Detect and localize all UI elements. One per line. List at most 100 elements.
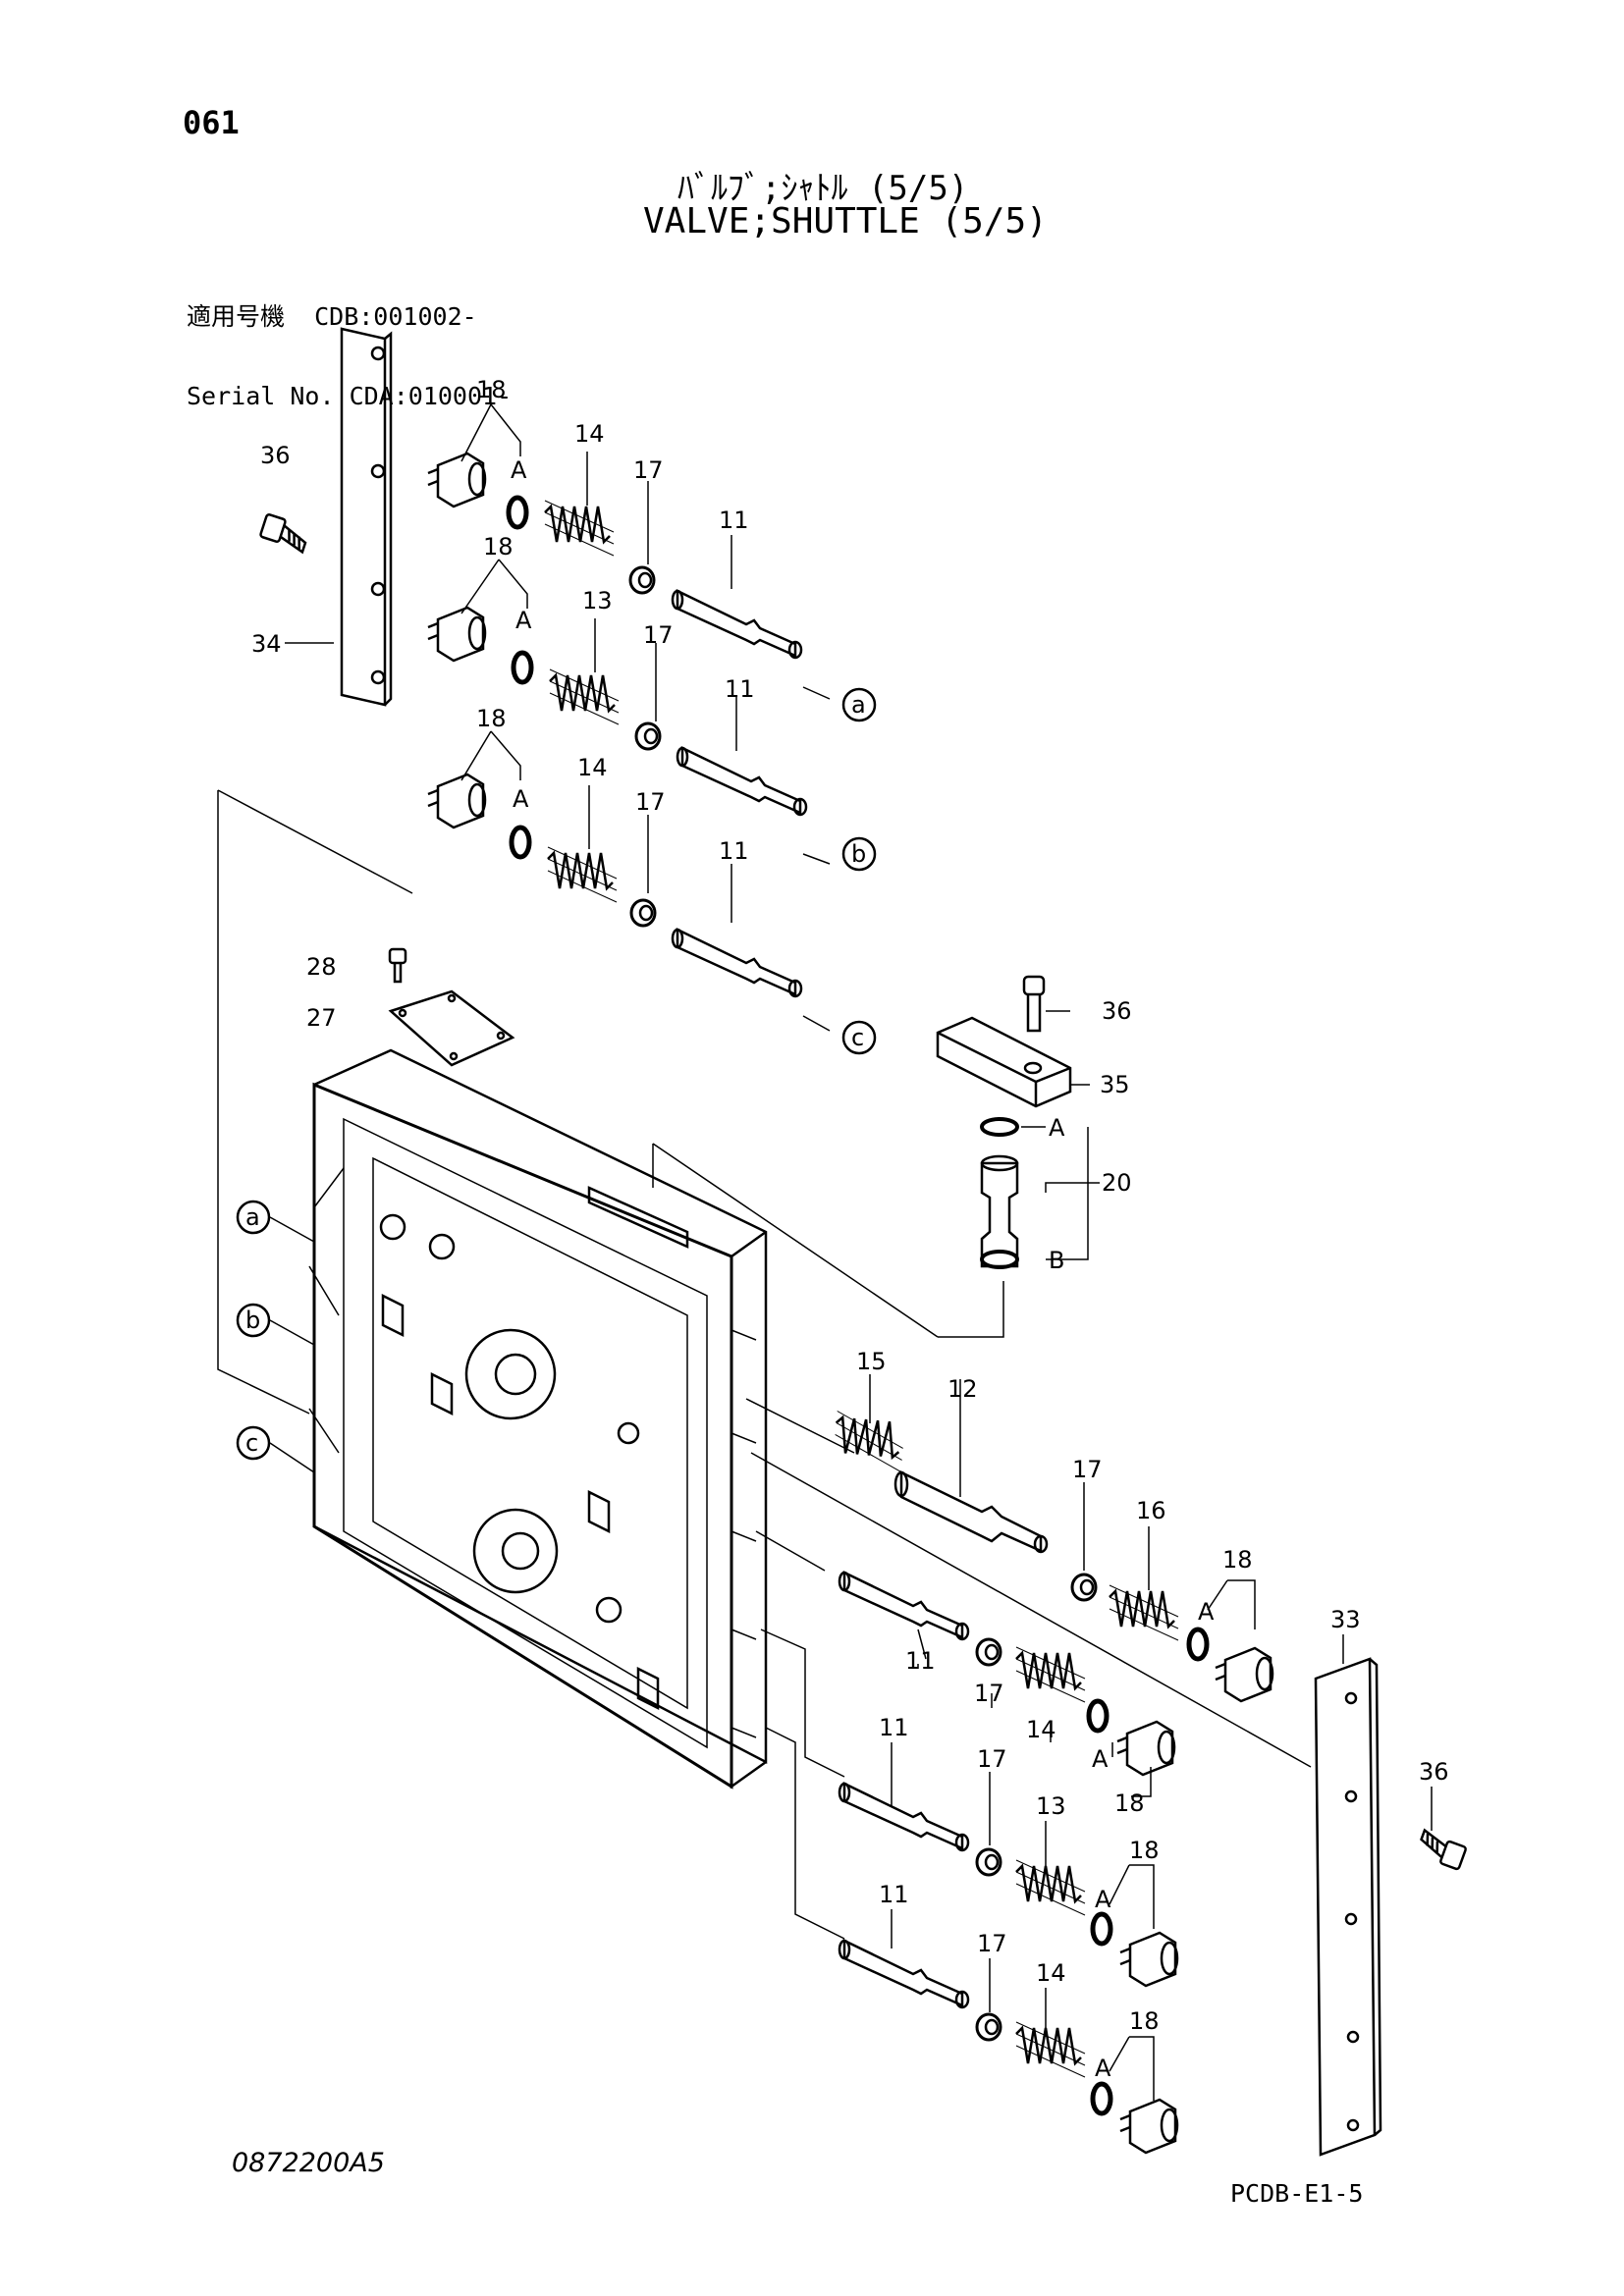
spool-11-row1 [671, 589, 803, 660]
label-11-right-2: 11 [879, 1714, 909, 1741]
label-11-right-1: 11 [905, 1647, 936, 1675]
label-B-shuttle: B [1049, 1247, 1064, 1274]
drawing-number: 0872200A5 [232, 2148, 385, 2178]
label-12: 12 [947, 1375, 978, 1403]
label-14-right-3: 14 [1036, 1959, 1066, 1987]
plug-18-right-2 [1118, 1931, 1179, 1988]
oring-A-row1 [509, 498, 526, 527]
cover-27 [388, 989, 515, 1067]
label-18-right-1: 18 [1114, 1789, 1145, 1817]
label-11-row1: 11 [719, 507, 749, 534]
plug-18-row1 [426, 452, 487, 508]
label-18-right-2: 18 [1129, 1837, 1160, 1864]
page-number: 061 [183, 104, 240, 141]
label-28: 28 [306, 953, 337, 981]
spool-11-row2 [676, 746, 808, 817]
bolt-28 [388, 947, 407, 984]
label-A-row3: A [513, 785, 529, 813]
oring-A-right-3 [1093, 2084, 1110, 2113]
label-36-top-left: 36 [260, 442, 291, 469]
label-A-right-top: A [1198, 1598, 1215, 1626]
label-13-row2: 13 [582, 587, 613, 614]
spool-11-right-1 [838, 1571, 970, 1641]
label-14-row3: 14 [577, 754, 608, 781]
label-14-row1: 14 [574, 420, 605, 448]
label-16: 16 [1136, 1497, 1166, 1524]
label-17-right-top: 17 [1072, 1456, 1103, 1483]
leader-lines-shuttle [938, 1010, 1100, 1338]
label-17-right-1: 17 [974, 1680, 1004, 1707]
bolt-36-top-left [257, 512, 312, 554]
plug-18-right-1 [1115, 1720, 1176, 1777]
bolt-36-mid [1022, 975, 1046, 1033]
spool-11-right-3 [838, 1939, 970, 2009]
label-11-right-3: 11 [879, 1881, 909, 1908]
leader-lines-right [869, 1374, 1433, 2101]
seat-17-row3 [629, 898, 657, 928]
oring-A-right-1 [1089, 1701, 1107, 1731]
plate-34 [340, 327, 393, 707]
spring-14-right-1 [1014, 1645, 1087, 1704]
spool-11-row3 [671, 928, 803, 998]
label-18-row1: 18 [476, 376, 507, 403]
seat-17-right-top [1070, 1573, 1098, 1602]
bolt-36-right [1414, 1829, 1469, 1871]
valve-body [312, 1048, 768, 1789]
label-35: 35 [1100, 1071, 1130, 1098]
label-33: 33 [1330, 1606, 1361, 1633]
spring-14-right-3 [1014, 2020, 1087, 2079]
oring-B-shuttle [980, 1250, 1019, 1269]
label-13-right-2: 13 [1036, 1792, 1066, 1820]
label-20: 20 [1102, 1169, 1132, 1197]
title-english: VALVE;SHUTTLE (5/5) [643, 201, 1048, 241]
label-18-row2: 18 [483, 533, 514, 561]
label-A-row1: A [511, 456, 527, 484]
label-27: 27 [306, 1004, 337, 1032]
plug-18-right-3 [1118, 2098, 1179, 2155]
seat-17-row2 [634, 721, 662, 751]
spool-11-right-2 [838, 1782, 970, 1852]
label-17-row1: 17 [633, 456, 664, 484]
label-c-circle-left: c [245, 1429, 258, 1457]
label-36-right: 36 [1419, 1758, 1449, 1786]
oring-A-row3 [512, 828, 529, 857]
label-a-circle-left: a [245, 1203, 260, 1231]
page-code: PCDB-E1-5 [1230, 2179, 1364, 2208]
seat-17-row1 [628, 565, 656, 595]
label-c-circle-top: c [851, 1024, 864, 1051]
plate-35 [936, 1016, 1072, 1108]
spool-12 [893, 1469, 1049, 1554]
label-A-right-2: A [1095, 1886, 1111, 1913]
label-A-right-3: A [1095, 2055, 1111, 2082]
oring-A-right-top [1189, 1629, 1207, 1659]
spring-15 [831, 1410, 907, 1473]
label-17-right-2: 17 [977, 1745, 1007, 1773]
spring-13-row2 [548, 667, 621, 726]
label-18-row3: 18 [476, 705, 507, 732]
leader-lines-upper [285, 403, 831, 1032]
label-18-right-top: 18 [1222, 1546, 1253, 1574]
label-36-mid: 36 [1102, 997, 1132, 1025]
label-a-circle-top: a [851, 691, 866, 719]
oring-A-right-2 [1093, 1914, 1110, 1944]
plug-18-row3 [426, 773, 487, 829]
spring-14-row3 [546, 845, 619, 904]
serial-info: 適用号機 CDB:001002- Serial No. CDA:010001- [187, 250, 512, 436]
label-34: 34 [251, 630, 282, 658]
oring-A-row2 [514, 653, 531, 682]
seat-17-right-1 [975, 1637, 1002, 1667]
plug-18-right-top [1214, 1646, 1274, 1703]
label-18-right-3: 18 [1129, 2007, 1160, 2035]
label-17-row2: 17 [643, 621, 674, 649]
label-A-shuttle: A [1049, 1114, 1065, 1142]
label-17-row3: 17 [635, 788, 666, 816]
plug-18-row2 [426, 606, 487, 663]
label-15: 15 [856, 1348, 887, 1375]
seat-17-right-3 [975, 2012, 1002, 2042]
seat-17-right-2 [975, 1847, 1002, 1877]
label-b-circle-left: b [245, 1307, 260, 1334]
label-14-right-1: 14 [1026, 1716, 1056, 1743]
oring-A-shuttle [980, 1117, 1019, 1137]
ref-circles [236, 687, 877, 1473]
